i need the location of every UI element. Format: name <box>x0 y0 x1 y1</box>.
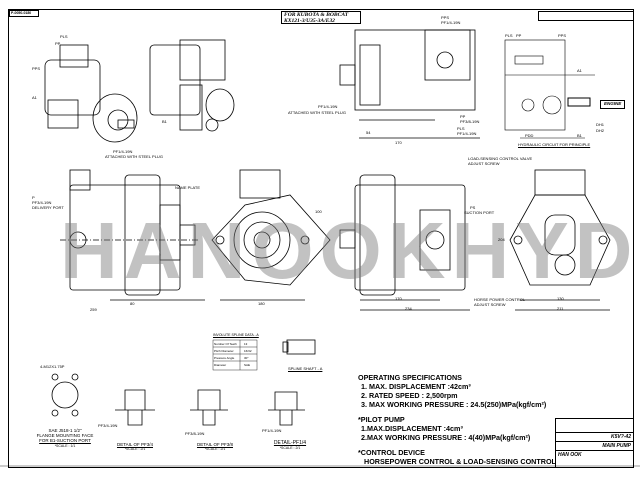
pps-label: PPS <box>441 15 450 20</box>
title-block-model: K5V?-42 <box>556 433 633 442</box>
title-block-company: HAN OOK <box>558 452 582 458</box>
circuit-port-pps: PPS <box>558 33 567 38</box>
spec-item: 1. MAX. DISPLACEMENT :42cm³ <box>361 382 471 391</box>
dim-54: 54 <box>366 130 371 135</box>
front-dim-height: 100 <box>315 209 322 214</box>
plug-label-top: PF1/4-19N <box>318 104 338 109</box>
port-details <box>115 389 305 426</box>
pps-port: PF1/4-19N <box>441 20 461 25</box>
title-block-part: MAIN PUMP <box>556 442 633 451</box>
ps-label: PS <box>470 205 476 210</box>
drawing-frame <box>8 9 634 468</box>
iso-label-b1: B1 <box>162 119 167 124</box>
rear-dim-a: 130 <box>557 296 564 301</box>
front-view <box>211 169 331 301</box>
iso-view-left <box>44 44 138 143</box>
flange-bolt-note: 4-M12X1.75P <box>40 364 65 369</box>
rear-view <box>509 169 611 311</box>
top-view <box>339 29 480 139</box>
rear-dim-b: 211 <box>557 306 564 311</box>
pilot-item: 2.MAX WORKING PRESSURE : 4(40)MPa(kgf/cm… <box>361 433 531 442</box>
drawing-code: P-0050-0180 <box>9 10 39 17</box>
iso-label-pp: PP <box>55 41 61 46</box>
circuit-port-pls: PLS <box>505 33 513 38</box>
side-dim-a: 80 <box>130 301 135 306</box>
detail-pf38-title: DETAIL OF PF3/8*SCALE : 2/1 <box>196 442 233 451</box>
pilot-item: 1.MAX.DISPLACEMENT :4cm³ <box>361 424 463 433</box>
flange-face-detail <box>51 373 79 417</box>
title-block: K5V?-42 MAIN PUMP HAN OOK <box>555 418 634 468</box>
spec-item: 3. MAX WORKING PRESSURE : 24.5(250)MPa(k… <box>361 400 547 409</box>
pls-port: PF1/4-19N <box>457 131 477 136</box>
circuit-port-dh1: DH1 <box>596 122 605 127</box>
side-view <box>60 169 205 301</box>
operating-specifications: OPERATING SPECIFICATIONS 1. MAX. DISPLAC… <box>358 373 556 466</box>
application-line-1: FOR KUBOTA & BOBCAT <box>284 12 349 18</box>
dim-170-top: 170 <box>395 140 402 145</box>
engine-label: ENGINE <box>600 100 626 109</box>
dim-234: 234 <box>405 306 412 311</box>
iso-label-pps: PPS <box>32 66 41 71</box>
circuit-port-pdd: PDD <box>525 133 534 138</box>
application-line-2: KX121-3/U35-3A/E32 <box>284 18 335 24</box>
pf38-note: PF3/8-19N <box>185 431 205 436</box>
pls-label: PLS <box>457 126 465 131</box>
iso-label-pls: PLS <box>60 34 68 39</box>
control-heading: *CONTROL DEVICE <box>358 448 425 457</box>
plug-label-side: PF1/4-19N <box>113 149 133 154</box>
ls-note-1: LOAD-SENSING CONTROL VALVE <box>468 156 533 161</box>
hydraulic-circuit <box>504 39 595 139</box>
pp-port: PF3/8-19N <box>460 119 480 124</box>
rear-dim-h: 204 <box>498 237 505 242</box>
application-title: FOR KUBOTA & BOBCAT KX121-3/U35-3A/E32 <box>281 11 361 24</box>
ls-note-2: ADJUST SCREW <box>468 161 500 166</box>
p-label: P <box>32 195 35 200</box>
pf34-note: PF3/4-19N <box>98 423 118 428</box>
detail-pf14-title: DETAIL-PF1/4*SCALE : 2/1 <box>273 440 307 450</box>
hp-note-1: HORSE POWER CONTROL <box>474 297 526 302</box>
circuit-port-dh2: DH2 <box>596 128 605 133</box>
detail-pf34-title: DETAIL OF PF3/4*SCALE : 2/1 <box>116 442 153 451</box>
hp-note-2: ADJUST SCREW <box>474 302 506 307</box>
circuit-title: HYDRAULIC CIRCUIT FOR PRINCIPLE <box>518 142 591 147</box>
right-side-view <box>339 174 470 311</box>
plug-note-top: ATTACHED WITH STEEL PLUG <box>288 110 346 115</box>
control-text: HORSEPOWER CONTROL & LOAD-SENSING CONTRO… <box>364 457 556 466</box>
pp-label: PP <box>460 114 466 119</box>
spline-shaft-label: SPLINE SHAFT - A <box>288 366 323 371</box>
p-note: DELIVERY PORT <box>32 205 64 210</box>
name-plate-label: NAME PLATE <box>175 185 201 190</box>
dim-170-side: 170 <box>395 296 402 301</box>
iso-label-a1: A1 <box>32 95 37 100</box>
iso-view-right <box>149 39 235 132</box>
spline-shaft-drawing <box>282 339 316 355</box>
spec-item: 2. RATED SPEED : 2,500rpm <box>361 391 458 400</box>
p-port: PF3/4-19N <box>32 200 52 205</box>
watermark: HANOOKHYD <box>60 206 639 295</box>
specs-heading: OPERATING SPECIFICATIONS <box>358 373 462 382</box>
circuit-port-a1: A1 <box>577 68 582 73</box>
spline-table-title: INVOLUTE SPLINE DATA - A <box>213 333 259 337</box>
ps-note: SUCTION PORT <box>464 210 495 215</box>
plug-note-side: ATTACHED WITH STEEL PLUG <box>105 154 163 159</box>
circuit-port-pp: PP <box>516 33 522 38</box>
spline-table-grid <box>212 339 258 371</box>
pf14-note: PF1/4-19N <box>262 428 282 433</box>
front-dim-width: 180 <box>258 301 265 306</box>
pilot-heading: *PILOT PUMP <box>358 415 405 424</box>
side-dim-b: 259 <box>90 307 97 312</box>
revision-table <box>538 11 634 21</box>
circuit-port-b1: B1 <box>577 133 582 138</box>
